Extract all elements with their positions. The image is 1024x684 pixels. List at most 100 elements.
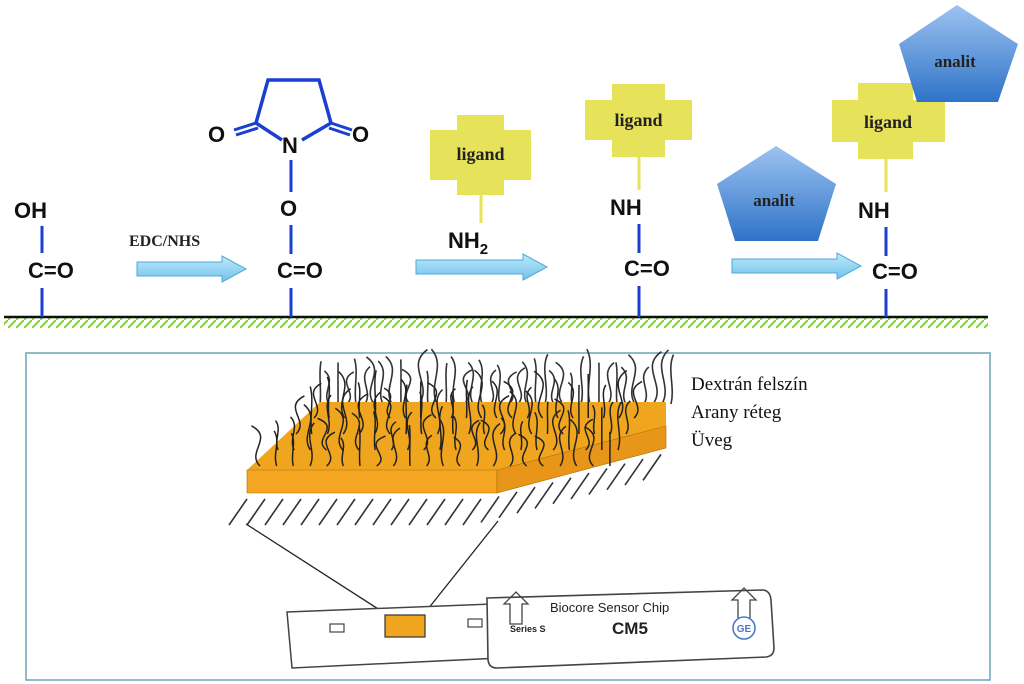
dextran-fibres [319, 348, 675, 405]
dextran-fibre [340, 437, 345, 467]
dextran-fibre [525, 390, 533, 435]
dextran-fibre [491, 380, 498, 419]
dextran-fibre [374, 370, 377, 419]
dextran-fibre [554, 398, 565, 435]
dextran-fibre [584, 418, 594, 451]
dextran-fibre [345, 371, 355, 405]
projection-line-right [423, 520, 499, 615]
dextran-fibre [382, 395, 392, 435]
free-analyte: analit [717, 146, 836, 241]
chip-sensor-area [384, 614, 426, 638]
dextran-fibre [357, 382, 361, 419]
dextran-fibre [602, 384, 607, 419]
dextran-fibre [319, 361, 322, 405]
glass-line [516, 486, 536, 514]
dextran-fibre [580, 355, 585, 405]
dextran-fibre [401, 368, 412, 405]
dextran-fibre [632, 380, 643, 419]
dextran-fibre [353, 358, 357, 405]
step2-ring-o-right: O [352, 122, 369, 147]
step4-amide-ligand: ligand NH C=O [585, 84, 692, 317]
dextran-fibre [312, 382, 322, 419]
dextran-fibre [642, 366, 650, 405]
dextran-fibre [521, 361, 529, 405]
step1-oh: OH [14, 198, 47, 223]
sensor-chip: Biocore Sensor Chip Series S CM5 GE [286, 587, 775, 669]
legend-dextran: Dextrán felszín [691, 374, 808, 395]
dextran-fibre [309, 422, 315, 467]
chip-model: CM5 [612, 619, 648, 638]
step4-ligand-shape [585, 84, 692, 157]
dextran-fibre [481, 404, 486, 435]
dextran-fibre [452, 415, 457, 451]
arrow1 [136, 255, 248, 283]
dextran-fibre [503, 380, 514, 419]
step5-analyte-label: analit [934, 52, 976, 71]
dextran-fibre [586, 348, 591, 405]
dextran-fibre [534, 435, 545, 467]
glass-line [534, 481, 554, 509]
dextran-fibre [606, 361, 615, 405]
dextran-fibre [436, 388, 444, 435]
dextran-fibre [392, 427, 401, 467]
dextran-fibre [450, 356, 456, 405]
glass-line [588, 467, 608, 495]
gold-front-face [246, 469, 498, 494]
step5-nh: NH [858, 198, 890, 223]
glass-line [570, 472, 590, 500]
dextran-fibre [500, 417, 506, 451]
dextran-fibre [558, 425, 567, 467]
dextran-fibre [251, 425, 262, 467]
dextran-fibre [467, 361, 475, 405]
dextran-fibre [617, 401, 622, 451]
glass-line [354, 498, 374, 526]
dextran-fibre [546, 401, 549, 435]
step3-nh2: NH2 [448, 228, 488, 258]
glass-line [642, 453, 662, 481]
dextran-fibre [569, 418, 578, 467]
dextran-fibre [518, 433, 529, 467]
glass-line [246, 498, 266, 526]
dextran-fibre [450, 388, 456, 419]
dextran-fibre [555, 361, 565, 405]
dextran-fibre [400, 378, 407, 419]
dextran-fibre [548, 369, 556, 405]
glass-line [300, 498, 320, 526]
ge-logo-icon [732, 616, 756, 640]
glass-line [498, 491, 518, 519]
step5-ligand-shape [832, 83, 945, 159]
projection-line-left [245, 523, 387, 615]
chip-carrier [486, 589, 775, 669]
step3-ligand-amine: ligand NH2 [430, 115, 531, 258]
step5-bound-complex: ligand analit NH C=O [832, 5, 1018, 317]
dextran-fibre [445, 362, 448, 405]
dextran-fibre [471, 419, 480, 451]
dextran-fibre [475, 422, 481, 467]
glass-line [606, 463, 626, 491]
dextran-fibre [627, 354, 637, 405]
step4-nh: NH [610, 195, 642, 220]
dextran-fibre [406, 411, 413, 451]
dextran-fibre [567, 381, 575, 419]
glass-line [318, 498, 338, 526]
dextran-fibre [453, 436, 462, 467]
dextran-fibre [358, 424, 361, 467]
dextran-fibre [584, 426, 595, 467]
dextran-fibre [426, 370, 429, 405]
dextran-fibre [309, 386, 313, 435]
dextran-fibre [651, 351, 662, 405]
dextran-fibre [303, 404, 312, 451]
dextran-fibre [660, 349, 670, 405]
dextran-fibre [617, 369, 628, 419]
dextran-fibre [620, 366, 628, 405]
dextran-fibres-front [251, 369, 643, 467]
dextran-fibre [372, 411, 376, 451]
dextran-fibre [670, 354, 675, 405]
surface-hatch [4, 316, 988, 328]
glass-line [282, 498, 302, 526]
glass-line [462, 498, 482, 526]
glass-line [480, 496, 500, 523]
step4-co: C=O [624, 256, 670, 281]
dextran-fibre [383, 387, 392, 419]
dextran-fibre [507, 371, 518, 405]
